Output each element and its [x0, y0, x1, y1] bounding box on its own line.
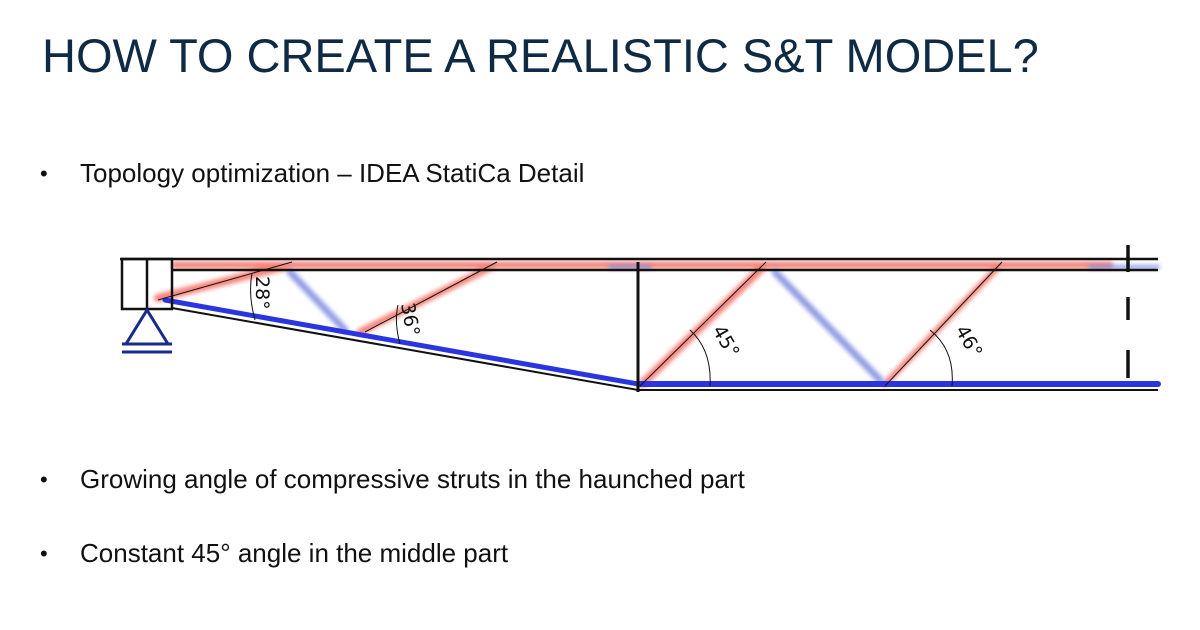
bullet-marker: • — [40, 160, 48, 186]
compression-struts — [162, 265, 1161, 387]
strut-and-tie-diagram: 28° 36° 45° 46° — [120, 245, 1161, 392]
angle-label-36: 36° — [396, 301, 424, 338]
angle-label-46: 46° — [951, 322, 987, 362]
bullet-topology: • Topology optimization – IDEA StatiCa D… — [40, 158, 584, 189]
bullet-text: Constant 45° angle in the middle part — [80, 538, 509, 568]
angle-arcs — [250, 272, 953, 387]
bullet-marker: • — [40, 466, 48, 492]
bullet-marker: • — [40, 540, 48, 566]
angle-label-28: 28° — [251, 276, 273, 310]
bullet-constant-angle: • Constant 45° angle in the middle part — [40, 538, 508, 569]
pinned-support-icon — [122, 307, 172, 354]
bullet-growing-angle: • Growing angle of compressive struts in… — [40, 464, 745, 495]
angle-label-45: 45° — [708, 322, 744, 362]
bullet-text: Topology optimization – IDEA StatiCa Det… — [80, 158, 585, 188]
angle-labels: 28° 36° 45° 46° — [251, 276, 987, 362]
bullet-text: Growing angle of compressive struts in t… — [80, 464, 745, 494]
slide-title: HOW TO CREATE A REALISTIC S&T MODEL? — [42, 29, 1039, 82]
beam-outline — [120, 257, 1158, 392]
